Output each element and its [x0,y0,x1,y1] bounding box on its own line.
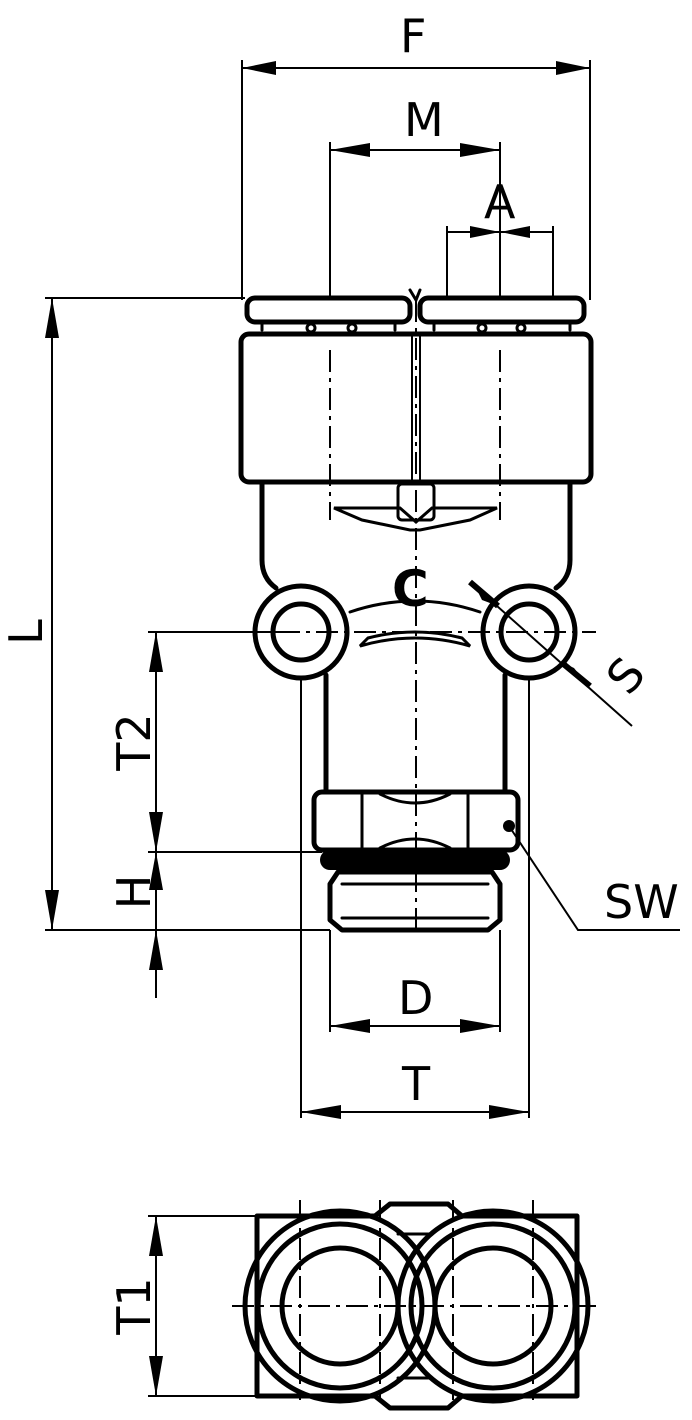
lug-bridge-top [348,599,482,614]
collet-left [244,295,413,334]
dim-label-T1: T1 [107,1277,161,1335]
lug-bridge-slot [358,630,472,648]
brand-logo: C [392,560,429,618]
dimensions: F M A L T2 H S SW [0,9,680,1119]
body-outline [259,479,573,795]
dim-label-D: D [398,971,433,1025]
collet-right [417,295,587,334]
dim-label-T2: T2 [107,713,161,771]
dim-label-T: T [401,1057,431,1111]
seat-detail [333,506,498,532]
center-web [411,334,421,482]
front-view: C [238,288,596,933]
dim-label-F: F [400,9,426,63]
dim-label-S: S [596,647,656,704]
dim-label-H: H [107,875,161,910]
dim-label-A: A [484,175,516,229]
collet-split [408,288,422,304]
dim-label-L: L [0,619,53,645]
dim-label-SW: SW [604,875,679,929]
end-view: T1 [107,1200,598,1411]
dim-label-M: M [404,93,444,147]
